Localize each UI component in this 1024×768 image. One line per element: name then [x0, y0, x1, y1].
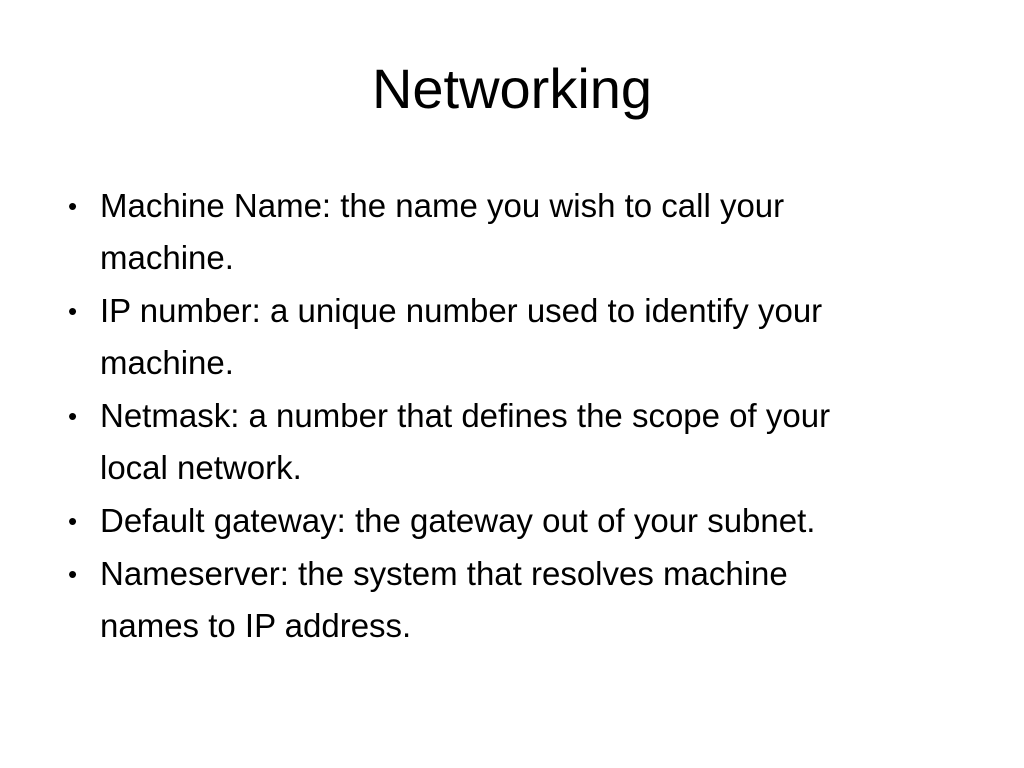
bullet-item: • Nameserver: the system that resolves m…: [64, 548, 954, 652]
bullet-item: • Netmask: a number that defines the sco…: [64, 390, 954, 494]
bullet-marker: •: [68, 191, 78, 221]
bullet-item: • IP number: a unique number used to ide…: [64, 285, 954, 389]
bullet-text: Nameserver: the system that resolves mac…: [100, 555, 788, 644]
bullet-text: Netmask: a number that defines the scope…: [100, 397, 831, 486]
bullet-marker: •: [68, 559, 78, 589]
bullet-marker: •: [68, 401, 78, 431]
bullet-text: Default gateway: the gateway out of your…: [100, 502, 816, 539]
bullet-item: • Default gateway: the gateway out of yo…: [64, 495, 954, 547]
slide-title: Networking: [371, 57, 653, 120]
bullet-text: Machine Name: the name you wish to call …: [100, 187, 785, 276]
bullet-item: • Machine Name: the name you wish to cal…: [64, 180, 954, 284]
bullet-list: • Machine Name: the name you wish to cal…: [0, 180, 1024, 652]
bullet-marker: •: [68, 506, 78, 536]
bullet-marker: •: [68, 296, 78, 326]
bullet-text: IP number: a unique number used to ident…: [100, 292, 823, 381]
